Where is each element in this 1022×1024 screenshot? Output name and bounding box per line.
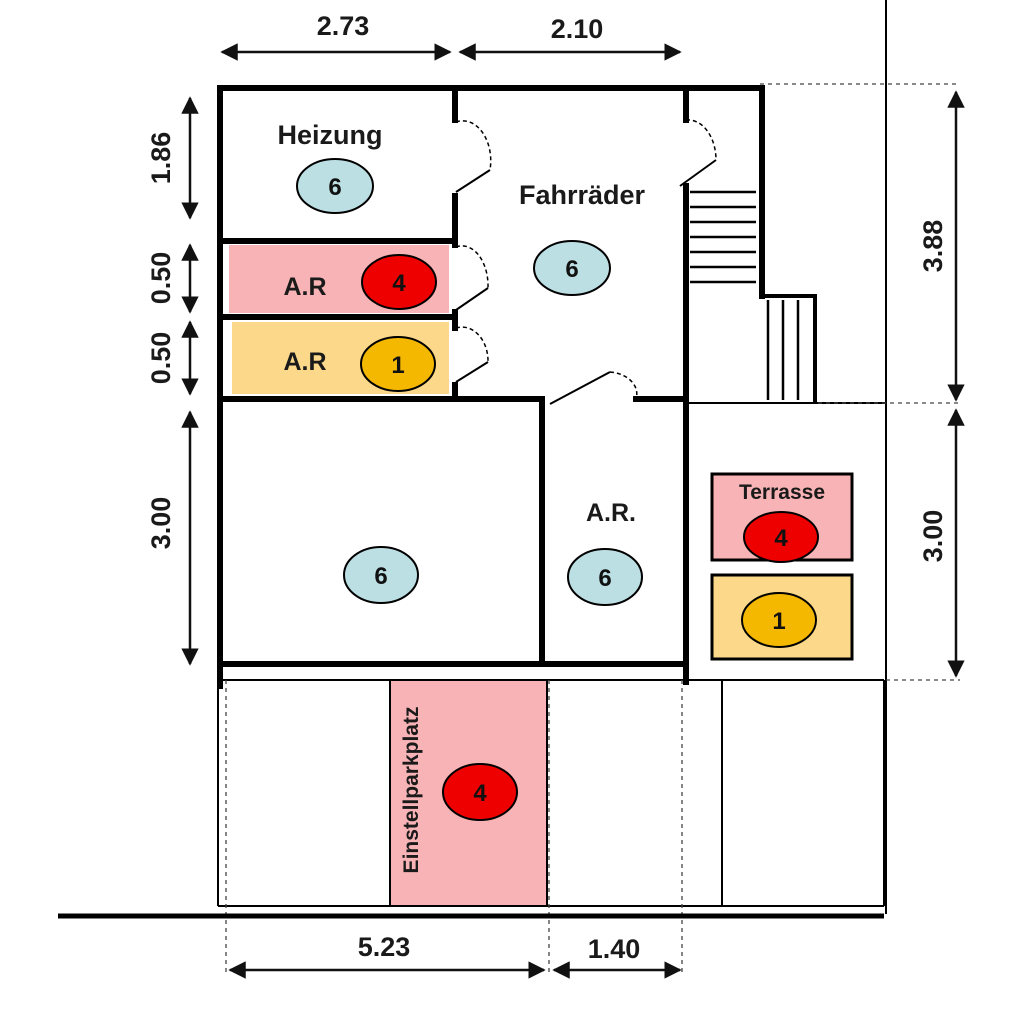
- room-label-ar-pink: A.R: [283, 273, 326, 301]
- walls: [217, 85, 765, 689]
- badge-ar-yellow: 1: [360, 336, 436, 392]
- room-label-ar-right: A.R.: [586, 499, 636, 527]
- svg-text:4: 4: [392, 270, 406, 297]
- staircase-icon: [690, 190, 817, 403]
- svg-text:4: 4: [774, 525, 788, 552]
- badge-heizung: 6: [296, 158, 374, 214]
- badge-fahrraeder: 6: [533, 240, 611, 296]
- dim-bottom-left: 5.23: [358, 932, 411, 962]
- room-label-heizung: Heizung: [278, 120, 383, 150]
- svg-text:6: 6: [598, 565, 611, 592]
- badge-ar-pink: 4: [361, 254, 437, 310]
- door-icons: [455, 119, 717, 405]
- svg-text:6: 6: [328, 174, 341, 201]
- svg-text:4: 4: [473, 780, 487, 807]
- room-label-einstellparkplatz: Einstellparkplatz: [400, 707, 423, 874]
- dim-left-1: 1.86: [146, 132, 176, 185]
- svg-text:1: 1: [772, 608, 785, 635]
- svg-text:6: 6: [374, 563, 387, 590]
- dim-right-lower: 3.00: [918, 510, 948, 563]
- dim-left-2: 0.50: [146, 252, 176, 305]
- dim-bottom-right: 1.40: [588, 934, 641, 964]
- dim-left-3: 0.50: [146, 332, 176, 385]
- dimension-extension-lines: [225, 83, 960, 975]
- svg-text:6: 6: [565, 256, 578, 283]
- dim-left-4: 3.00: [146, 497, 176, 550]
- dim-right-upper: 3.88: [918, 220, 948, 273]
- badge-big-room: 6: [343, 546, 419, 604]
- dim-top-left: 2.73: [317, 11, 370, 41]
- badge-einstellparkplatz: 4: [442, 763, 518, 821]
- badge-ar-right: 6: [567, 548, 643, 606]
- room-label-terrasse: Terrasse: [739, 481, 825, 504]
- badge-terrasse-yellow: 1: [741, 592, 817, 648]
- thin-outlines: [217, 0, 887, 914]
- svg-text:1: 1: [391, 352, 404, 379]
- room-label-ar-yellow: A.R: [283, 348, 326, 376]
- badge-terrasse: 4: [743, 511, 819, 563]
- dimension-arrows: [181, 43, 965, 979]
- room-label-fahrraeder: Fahrräder: [519, 180, 646, 210]
- dim-top-right: 2.10: [551, 14, 604, 44]
